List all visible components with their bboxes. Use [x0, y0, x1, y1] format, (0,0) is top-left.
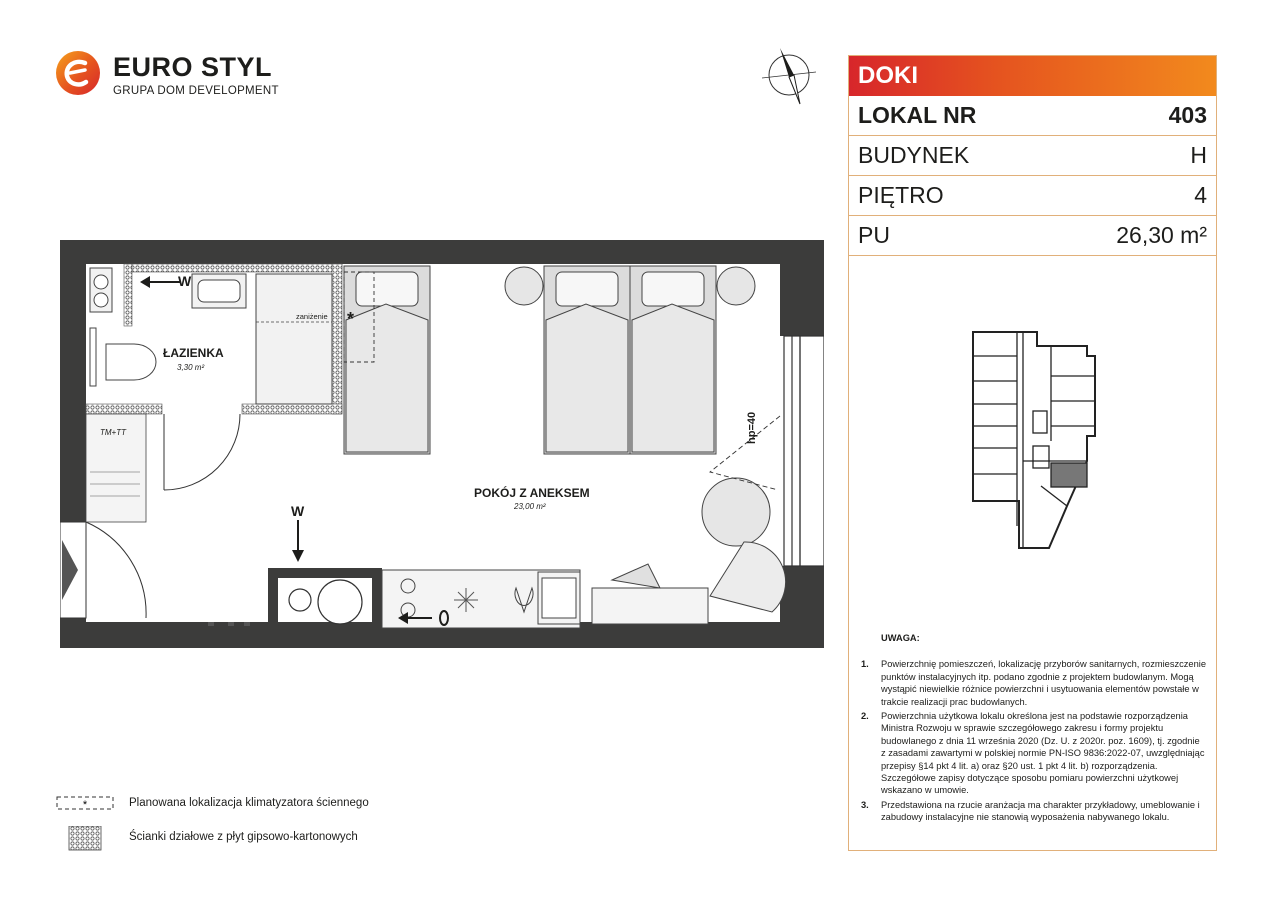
room-area-living: 23,00 m² — [514, 502, 546, 511]
info-row-area: PU 26,30 m² — [849, 216, 1216, 256]
project-name: DOKI — [849, 56, 1216, 96]
notes-title: UWAGA: — [881, 633, 920, 643]
ac-unit-dashed-icon: * — [55, 792, 117, 814]
brand-name: EURO STYL — [113, 52, 273, 82]
note-text: Przedstawiona na rzucie aranżacja ma cha… — [881, 799, 1200, 823]
note-number: 3. — [861, 799, 869, 810]
notes-section: UWAGA: 1. Powierzchnię pomieszczeń, loka… — [861, 632, 1206, 826]
note-item: 3. Przedstawiona na rzucie aranżacja ma … — [861, 799, 1206, 824]
meter-label: TM+TT — [100, 428, 126, 437]
euro-styl-logo-icon — [56, 51, 100, 95]
brand-subtitle: GRUPA DOM DEVELOPMENT — [113, 85, 279, 97]
legend-ac: * Planowana lokalizacja klimatyzatora śc… — [55, 790, 369, 816]
info-row-floor: PIĘTRO 4 — [849, 176, 1216, 216]
note-number: 1. — [861, 659, 869, 670]
note-text: Powierzchnię pomieszczeń, lokalizację pr… — [881, 659, 1207, 707]
note-item: 2. Powierzchnia użytkowa lokalu określon… — [861, 710, 1206, 797]
room-area-bathroom: 3,30 m² — [177, 363, 205, 372]
note-item: 1. Powierzchnię pomieszczeń, lokalizację… — [861, 658, 1206, 708]
info-value: 4 — [1194, 182, 1207, 208]
lowering-label: zaniżenie — [296, 312, 328, 321]
north-arrow-icon — [761, 48, 817, 105]
floor-key-plan — [972, 331, 1096, 549]
ac-marker: * — [347, 309, 355, 329]
info-row-building: BUDYNEK H — [849, 136, 1216, 176]
svg-text:*: * — [83, 799, 88, 811]
info-label: BUDYNEK — [858, 142, 970, 168]
apartment-info-panel: DOKI LOKAL NR 403 BUDYNEK H PIĘTRO 4 PU … — [848, 55, 1217, 851]
w-marker-bathroom: W — [178, 273, 192, 289]
info-value: H — [1190, 142, 1207, 168]
brand-logo: EURO STYL GRUPA DOM DEVELOPMENT — [55, 50, 295, 105]
legend-text: Planowana lokalizacja klimatyzatora ście… — [129, 797, 369, 809]
info-label: PU — [858, 222, 890, 248]
apartment-floor-plan — [60, 240, 824, 648]
window-height-label: hp=40 — [746, 411, 758, 444]
info-value: 403 — [1168, 102, 1207, 128]
note-text: Powierzchnia użytkowa lokalu określona j… — [881, 711, 1205, 796]
room-name-bathroom: ŁAZIENKA — [163, 346, 224, 360]
info-row-unit: LOKAL NR 403 — [849, 96, 1216, 136]
note-number: 2. — [861, 711, 869, 722]
info-label: LOKAL NR — [858, 102, 977, 128]
legend-gypsum: Ścianki działowe z płyt gipsowo-kartonow… — [55, 824, 358, 851]
room-name-living: POKÓJ Z ANEKSEM — [474, 486, 590, 500]
gypsum-wall-hatch-icon — [55, 825, 117, 851]
w-marker-kitchen: W — [291, 503, 305, 519]
info-value: 26,30 m² — [1116, 222, 1207, 248]
legend-text: Ścianki działowe z płyt gipsowo-kartonow… — [129, 831, 358, 843]
info-label: PIĘTRO — [858, 182, 944, 208]
